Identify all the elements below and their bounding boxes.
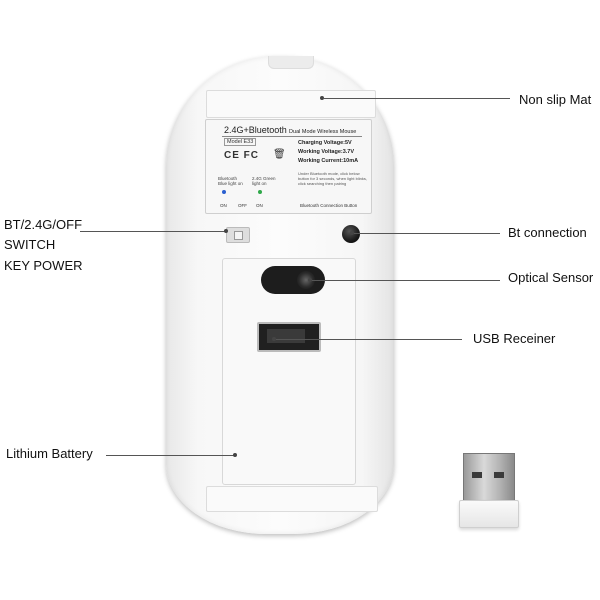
switch-on-2: ON [256, 203, 263, 208]
sticker-connection-button-label: Bluetooth Connection Button [300, 203, 358, 208]
label-lithium-battery: Lithium Battery [6, 446, 93, 461]
usb-receiver-body [459, 500, 519, 528]
front-non-slip-pad [206, 90, 376, 118]
label-bt-connection: Bt connection [508, 225, 587, 240]
sticker-instructions: Under Bluetooth mode, click below button… [298, 171, 367, 186]
ce-fc-marks: CE FC [224, 150, 259, 161]
crossed-bin-icon: 🗑 [273, 149, 286, 160]
sticker-title: 2.4G+Bluetooth Dual Mode Wireless Mouse [224, 125, 357, 135]
label-usb-receiver: USB Receiner [473, 331, 556, 346]
sensor-lens [297, 271, 315, 289]
switch-off: OFF [238, 203, 247, 208]
usb-receiver-plug [463, 453, 515, 505]
g-led-icon [258, 190, 262, 194]
rear-non-slip-pad [206, 486, 378, 512]
sticker-model: Model E33 [224, 138, 257, 146]
battery-dot [233, 453, 237, 457]
label-switch-line1: BT/2.4G/OFF [4, 217, 83, 232]
non-slip-mat-dot [320, 96, 324, 100]
label-non-slip-mat: Non slip Mat [519, 92, 592, 107]
usb-receiver-leader [276, 339, 462, 340]
usb-receiver-slot [257, 322, 321, 352]
battery-leader [106, 455, 234, 456]
label-optical-sensor: Optical Sensor [508, 270, 594, 285]
product-label-sticker: 2.4G+Bluetooth Dual Mode Wireless Mouse … [205, 119, 372, 214]
bt-connection-leader [354, 233, 500, 234]
optical-sensor-dot [308, 278, 312, 282]
switch-dot [224, 229, 228, 233]
label-switch-line2: SWITCH [4, 237, 56, 252]
switch-leader [80, 231, 226, 232]
switch-on-1: ON [220, 203, 227, 208]
battery-cover [222, 258, 356, 485]
sticker-specs: Charging Voltage:5V Working Voltage:3.7V… [298, 140, 359, 164]
bt-connection-dot [350, 231, 354, 235]
non-slip-mat-leader [324, 98, 510, 99]
optical-sensor-leader [312, 280, 500, 281]
label-switch-line3: KEY POWER [4, 258, 83, 273]
power-mode-switch [226, 227, 250, 243]
bt-led-icon [222, 190, 226, 194]
usb-receiver-dot [272, 337, 276, 341]
mouse-top-notch [268, 56, 314, 69]
